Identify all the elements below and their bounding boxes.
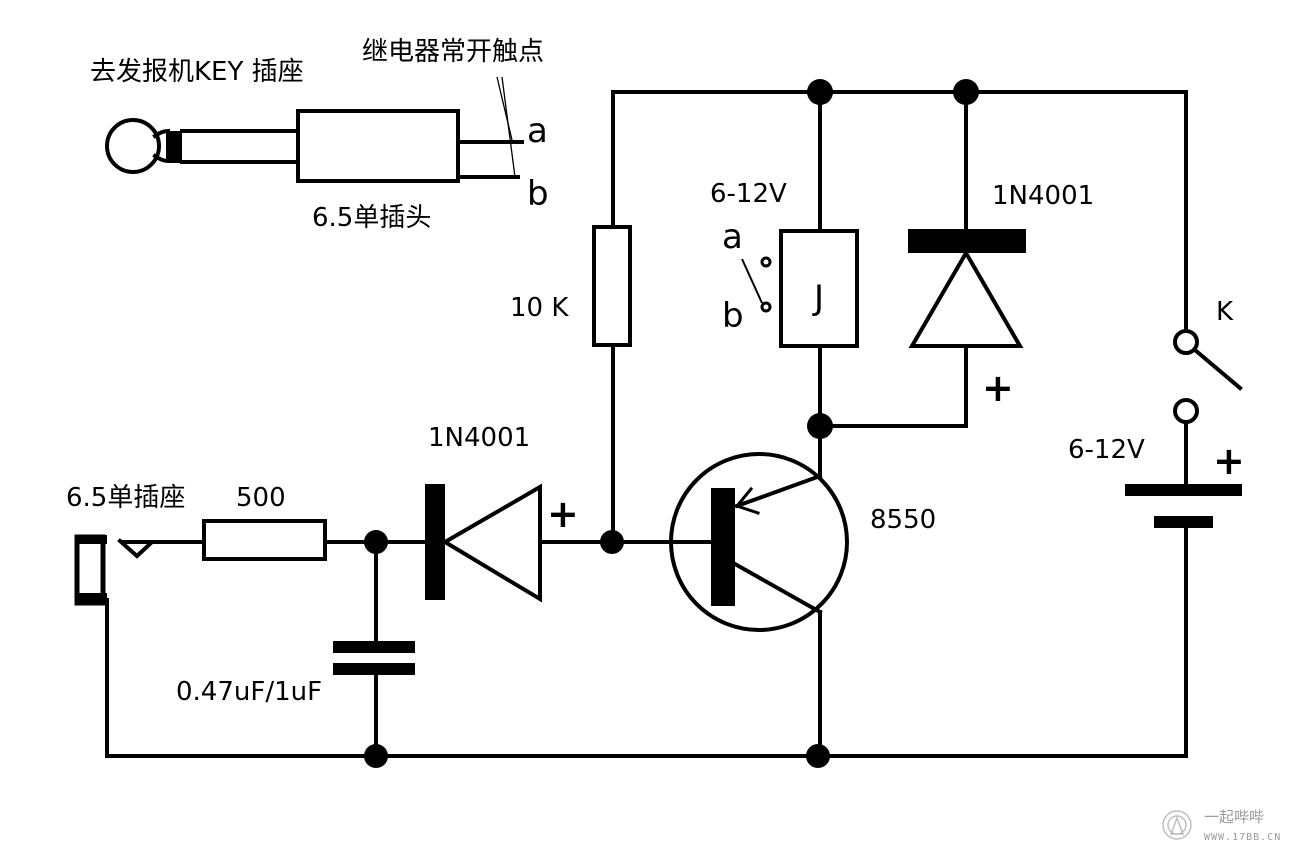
junction-dot: [807, 79, 833, 105]
diode-cathode-bar: [908, 229, 1026, 253]
relay-contact-arm: [741, 258, 763, 304]
plug-terminal-a: a: [527, 111, 548, 151]
callout-line-a: [496, 76, 513, 141]
input-diode-plus: +: [547, 492, 579, 536]
input-jack: [74, 534, 205, 606]
relay-contact-switch: [741, 256, 772, 313]
transistor-base-bar: [711, 488, 735, 606]
transistor-collector: [732, 561, 823, 615]
ground-rail-wire: [105, 525, 1188, 758]
pnp-transistor: [669, 452, 849, 632]
relay-voltage-label: 6-12V: [710, 179, 787, 209]
battery-negative-plate: [1154, 516, 1213, 528]
junction-dot: [806, 744, 830, 768]
battery-positive-plate: [1125, 484, 1242, 496]
input-diode-label: 1N4001: [428, 423, 530, 453]
relay-contacts-caption: 继电器常开触点: [362, 37, 544, 67]
battery-voltage-label: 6-12V: [1068, 435, 1145, 465]
plug-terminal-b: b: [527, 174, 549, 214]
relay-symbol: J: [812, 278, 824, 318]
switch-label: K: [1216, 297, 1234, 327]
relay-contact-a-terminal: [760, 256, 772, 268]
callout-line-b: [501, 76, 516, 178]
junction-dot: [364, 744, 388, 768]
plug-tip: [105, 118, 161, 174]
plug-tip-neck: [152, 128, 170, 164]
plug-sleeve-body: [296, 109, 460, 183]
phone-plug: [105, 76, 524, 183]
flyback-diode: [908, 229, 1026, 348]
junctions: [364, 79, 979, 768]
bias-resistor-label: 10 K: [510, 293, 569, 323]
input-resistor: [202, 519, 327, 561]
input-diode: [425, 483, 542, 603]
plug-caption: 去发报机KEY 插座: [90, 57, 304, 87]
transistor-emitter: [734, 473, 823, 509]
relay-coil: [779, 229, 859, 348]
junction-dot: [953, 79, 979, 105]
diode-cathode-bar: [425, 484, 445, 600]
watermark-name: 一起哔哔: [1204, 808, 1264, 826]
jack-spring-contact: [117, 538, 205, 559]
relay-contact-b-terminal: [760, 301, 772, 313]
transistor-label: 8550: [870, 505, 936, 535]
capacitor-plate-bottom: [333, 663, 415, 675]
relay-contact-a-label: a: [722, 217, 743, 257]
switch-contact-terminal: [1173, 398, 1199, 424]
bias-resistor: [592, 225, 632, 347]
broadcast-logo-icon: [1162, 810, 1192, 840]
capacitor: [333, 641, 415, 675]
emitter-arrow-icon: [734, 486, 760, 515]
switch-k[interactable]: [1173, 329, 1243, 424]
input-resistor-label: 500: [236, 483, 286, 513]
watermark-url: WWW.17BB.CN: [1204, 832, 1281, 843]
junction-dot: [600, 530, 624, 554]
switch-pivot-terminal: [1173, 329, 1199, 355]
plug-ring-band: [170, 131, 182, 163]
battery: [1125, 484, 1242, 528]
input-jack-label: 6.5单插座: [66, 483, 185, 513]
diode-triangle: [908, 249, 1024, 348]
battery-plus: +: [1213, 439, 1245, 483]
capacitor-plate-top: [333, 641, 415, 653]
capacitor-label: 0.47uF/1uF: [176, 677, 322, 707]
flyback-diode-plus: +: [982, 366, 1014, 410]
switch-lever[interactable]: [1192, 347, 1243, 391]
plug-label: 6.5单插头: [312, 203, 431, 233]
top-rail-wire: [611, 90, 1188, 393]
watermark: 一起哔哔 WWW.17BB.CN: [1162, 808, 1281, 843]
flyback-diode-label: 1N4001: [992, 181, 1094, 211]
diode-triangle: [441, 483, 542, 603]
junction-dot: [364, 530, 388, 554]
junction-dot: [807, 413, 833, 439]
relay-contact-b-label: b: [722, 296, 744, 336]
